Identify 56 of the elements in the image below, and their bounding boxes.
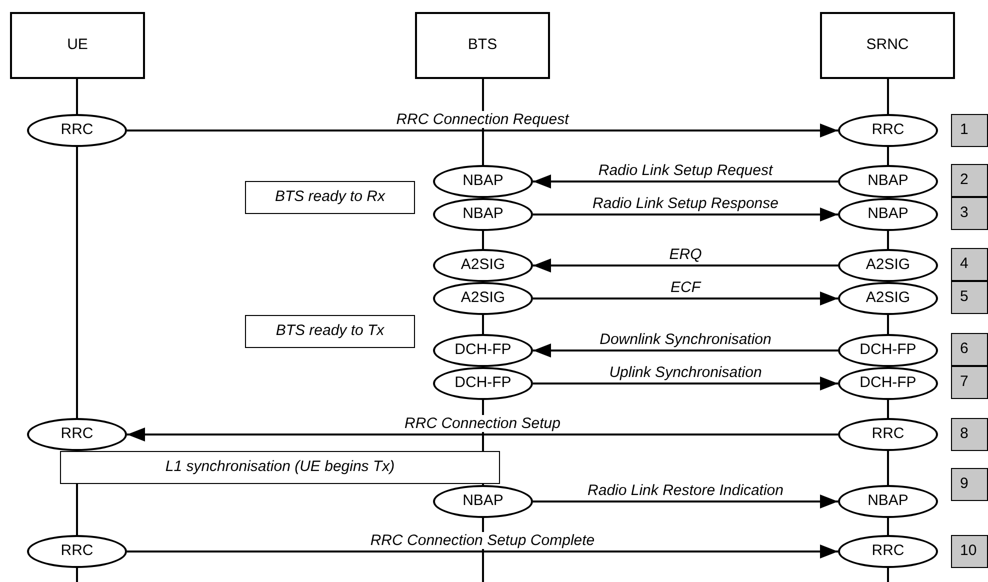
message-arrow xyxy=(533,494,838,508)
message-arrow xyxy=(533,258,838,272)
protocol-ellipse: RRC xyxy=(838,418,938,451)
message-arrow xyxy=(533,174,838,188)
step-number: 7 xyxy=(951,366,988,399)
step-number: 9 xyxy=(951,468,988,501)
entity-box: SRNC xyxy=(820,12,955,79)
edge-label: RRC Connection Setup Complete xyxy=(368,532,597,548)
edge-label: ERQ xyxy=(667,246,704,262)
protocol-ellipse: NBAP xyxy=(433,165,533,198)
protocol-ellipse: DCH-FP xyxy=(433,367,533,400)
note-box: BTS ready to Rx xyxy=(245,181,415,214)
message-arrow xyxy=(127,124,838,138)
protocol-ellipse: RRC xyxy=(27,114,127,147)
protocol-ellipse: NBAP xyxy=(838,485,938,518)
protocol-ellipse: NBAP xyxy=(433,485,533,518)
protocol-ellipse: A2SIG xyxy=(433,249,533,282)
step-number: 2 xyxy=(951,164,988,197)
protocol-ellipse: A2SIG xyxy=(838,282,938,315)
message-arrow xyxy=(533,208,838,222)
step-number: 5 xyxy=(951,281,988,314)
step-number: 1 xyxy=(951,114,988,147)
edge-label: Radio Link Setup Response xyxy=(590,194,780,212)
protocol-ellipse: RRC xyxy=(27,535,127,568)
edge-label: RRC Connection Setup xyxy=(402,414,562,432)
note-box: BTS ready to Tx xyxy=(245,315,415,348)
protocol-ellipse: A2SIG xyxy=(433,282,533,315)
message-arrow xyxy=(127,544,838,558)
step-number: 6 xyxy=(951,333,988,366)
entity-box: BTS xyxy=(415,12,550,79)
protocol-ellipse: RRC xyxy=(838,114,938,147)
message-arrow xyxy=(533,376,838,390)
protocol-ellipse: RRC xyxy=(838,535,938,568)
edge-label: Radio Link Setup Request xyxy=(596,162,775,178)
protocol-ellipse: DCH-FP xyxy=(838,334,938,367)
step-number: 8 xyxy=(951,418,988,451)
edge-label: Radio Link Restore Indication xyxy=(586,482,786,498)
step-number: 4 xyxy=(951,248,988,281)
step-number: 10 xyxy=(951,535,988,568)
protocol-ellipse: DCH-FP xyxy=(433,334,533,367)
edge-label: RRC Connection Request xyxy=(394,110,571,128)
message-arrow xyxy=(533,344,838,358)
protocol-ellipse: NBAP xyxy=(838,165,938,198)
step-number: 3 xyxy=(951,197,988,230)
edge-label: ECF xyxy=(668,278,702,296)
protocol-ellipse: RRC xyxy=(27,418,127,451)
entity-box: UE xyxy=(10,12,145,79)
note-box: L1 synchronisation (UE begins Tx) xyxy=(60,451,500,484)
protocol-ellipse: A2SIG xyxy=(838,249,938,282)
edge-label: Downlink Synchronisation xyxy=(598,330,774,348)
edge-label: Uplink Synchronisation xyxy=(607,364,764,380)
message-arrow xyxy=(533,292,838,306)
message-arrow xyxy=(127,428,838,442)
protocol-ellipse: DCH-FP xyxy=(838,367,938,400)
protocol-ellipse: NBAP xyxy=(433,198,533,231)
protocol-ellipse: NBAP xyxy=(838,198,938,231)
